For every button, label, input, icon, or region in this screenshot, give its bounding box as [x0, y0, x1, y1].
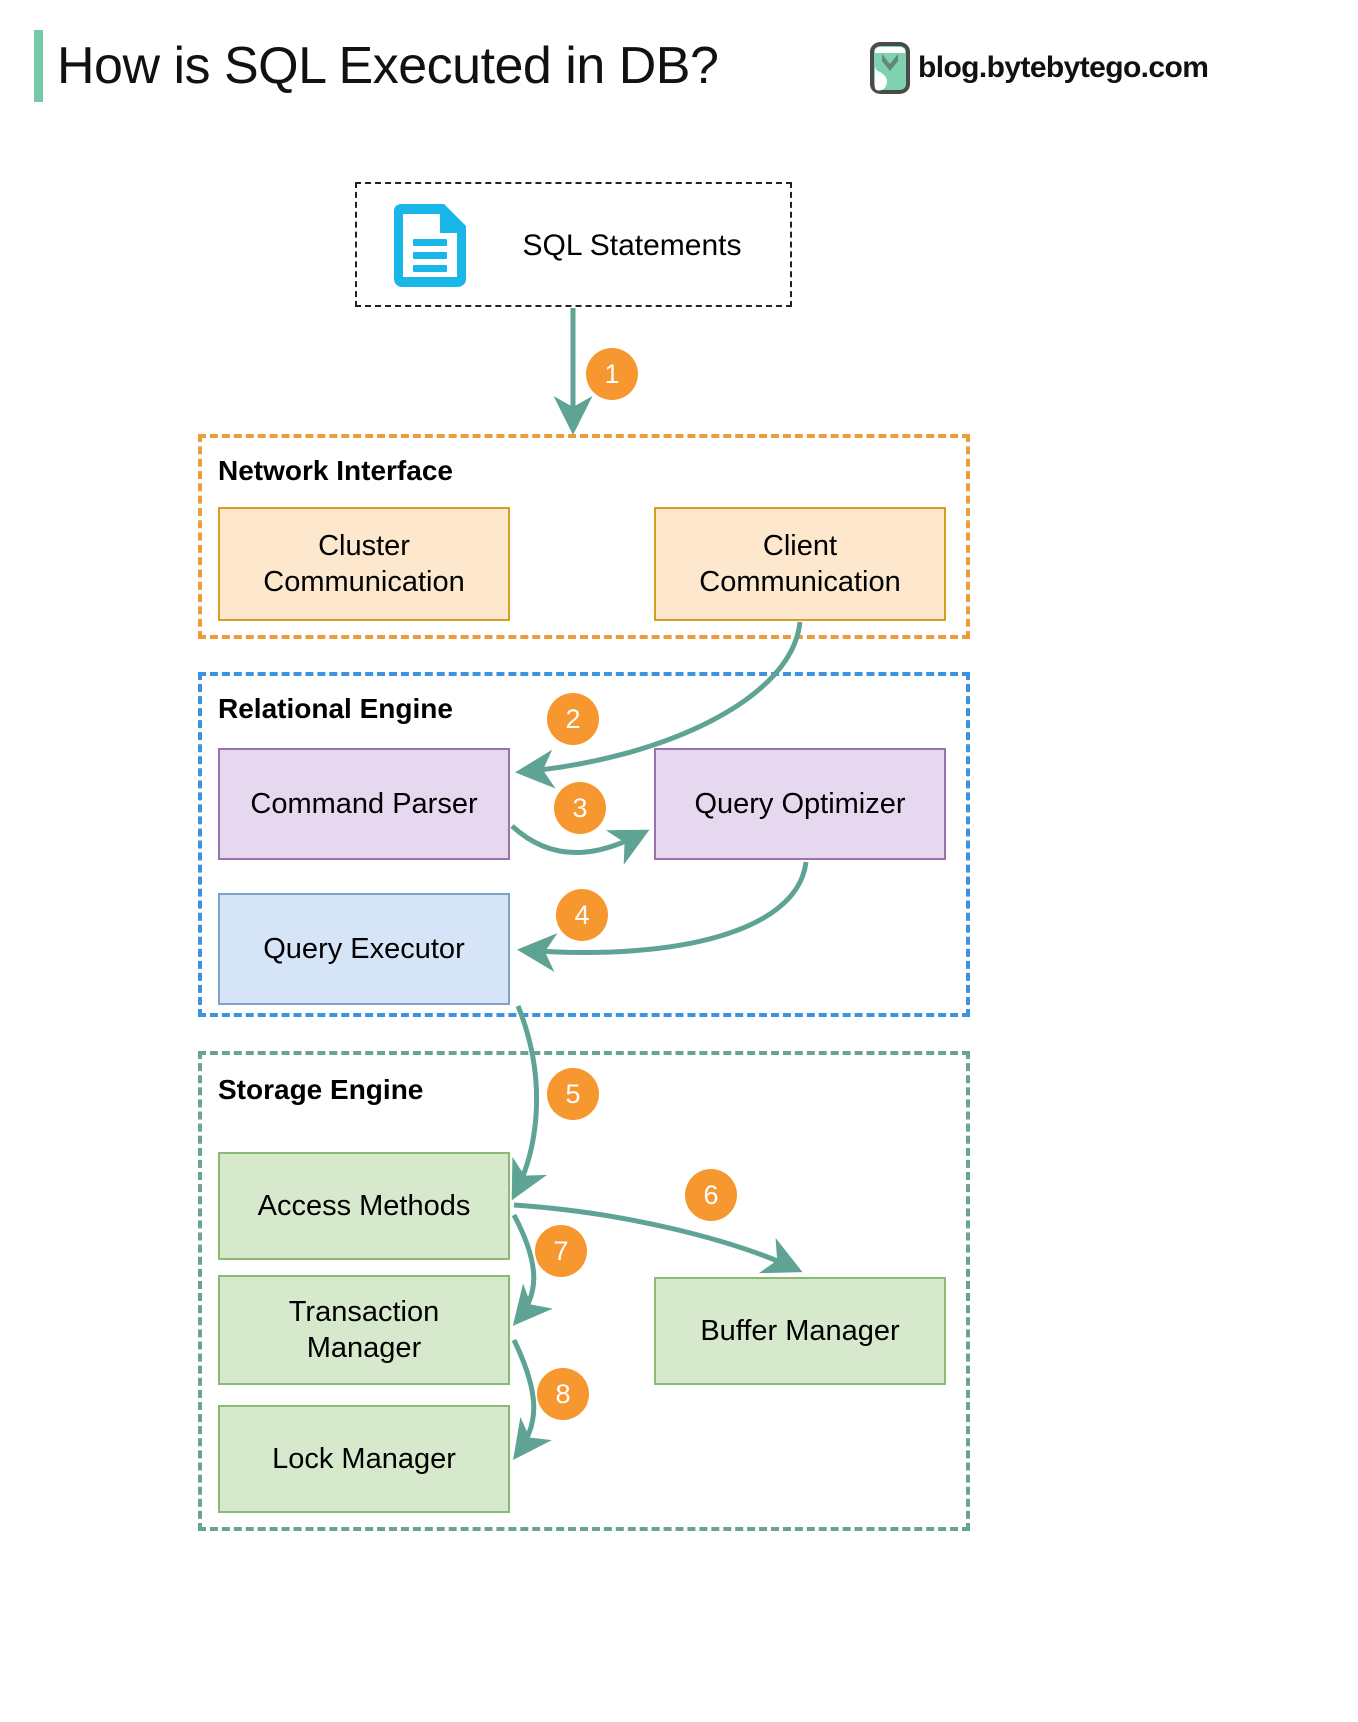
node-label-line2: Communication: [699, 566, 901, 598]
node-label: Client Communication: [699, 528, 900, 601]
brand: blog.bytebytego.com: [868, 40, 1209, 96]
step-badge-5: 5: [547, 1068, 599, 1120]
node-label-line2: Manager: [306, 1332, 422, 1364]
header: How is SQL Executed in DB? blog.bytebyte…: [0, 0, 1358, 135]
node-lock-manager[interactable]: Lock Manager: [218, 1405, 510, 1513]
title-accent-bar: [34, 30, 43, 102]
step-badge-3: 3: [554, 782, 606, 834]
node-command-parser[interactable]: Command Parser: [218, 748, 510, 860]
step-badge-2: 2: [547, 693, 599, 745]
node-query-optimizer[interactable]: Query Optimizer: [654, 748, 946, 860]
section-storage-engine: [198, 1051, 970, 1531]
node-label-line1: Cluster: [318, 529, 410, 562]
node-transaction-manager[interactable]: Transaction Manager: [218, 1275, 510, 1385]
section-title-relational-engine: Relational Engine: [218, 693, 453, 724]
sql-statements-label: SQL Statements: [522, 229, 742, 262]
step-badge-8: 8: [537, 1368, 589, 1420]
step-badge-4: 4: [556, 889, 608, 941]
node-label: Cluster Communication: [263, 528, 464, 601]
section-title-network-interface: Network Interface: [218, 455, 453, 486]
node-label-line1: Transaction: [288, 1295, 440, 1328]
sql-statements-group: [355, 182, 792, 307]
document-icon: [394, 204, 466, 287]
node-label-line1: Client: [762, 529, 838, 562]
node-access-methods[interactable]: Access Methods: [218, 1152, 510, 1260]
bytebytego-logo-icon: [870, 42, 910, 94]
step-badge-1: 1: [586, 348, 638, 400]
page-title: How is SQL Executed in DB?: [57, 37, 719, 95]
section-title-storage-engine: Storage Engine: [218, 1074, 424, 1105]
brand-text: blog.bytebytego.com: [918, 51, 1209, 84]
node-label: Transaction Manager: [289, 1294, 439, 1367]
node-client-communication[interactable]: Client Communication: [654, 507, 946, 621]
node-cluster-communication[interactable]: Cluster Communication: [218, 507, 510, 621]
step-badge-6: 6: [685, 1169, 737, 1221]
node-label-line2: Communication: [263, 566, 465, 598]
step-badge-7: 7: [535, 1225, 587, 1277]
node-buffer-manager[interactable]: Buffer Manager: [654, 1277, 946, 1385]
node-query-executor[interactable]: Query Executor: [218, 893, 510, 1005]
